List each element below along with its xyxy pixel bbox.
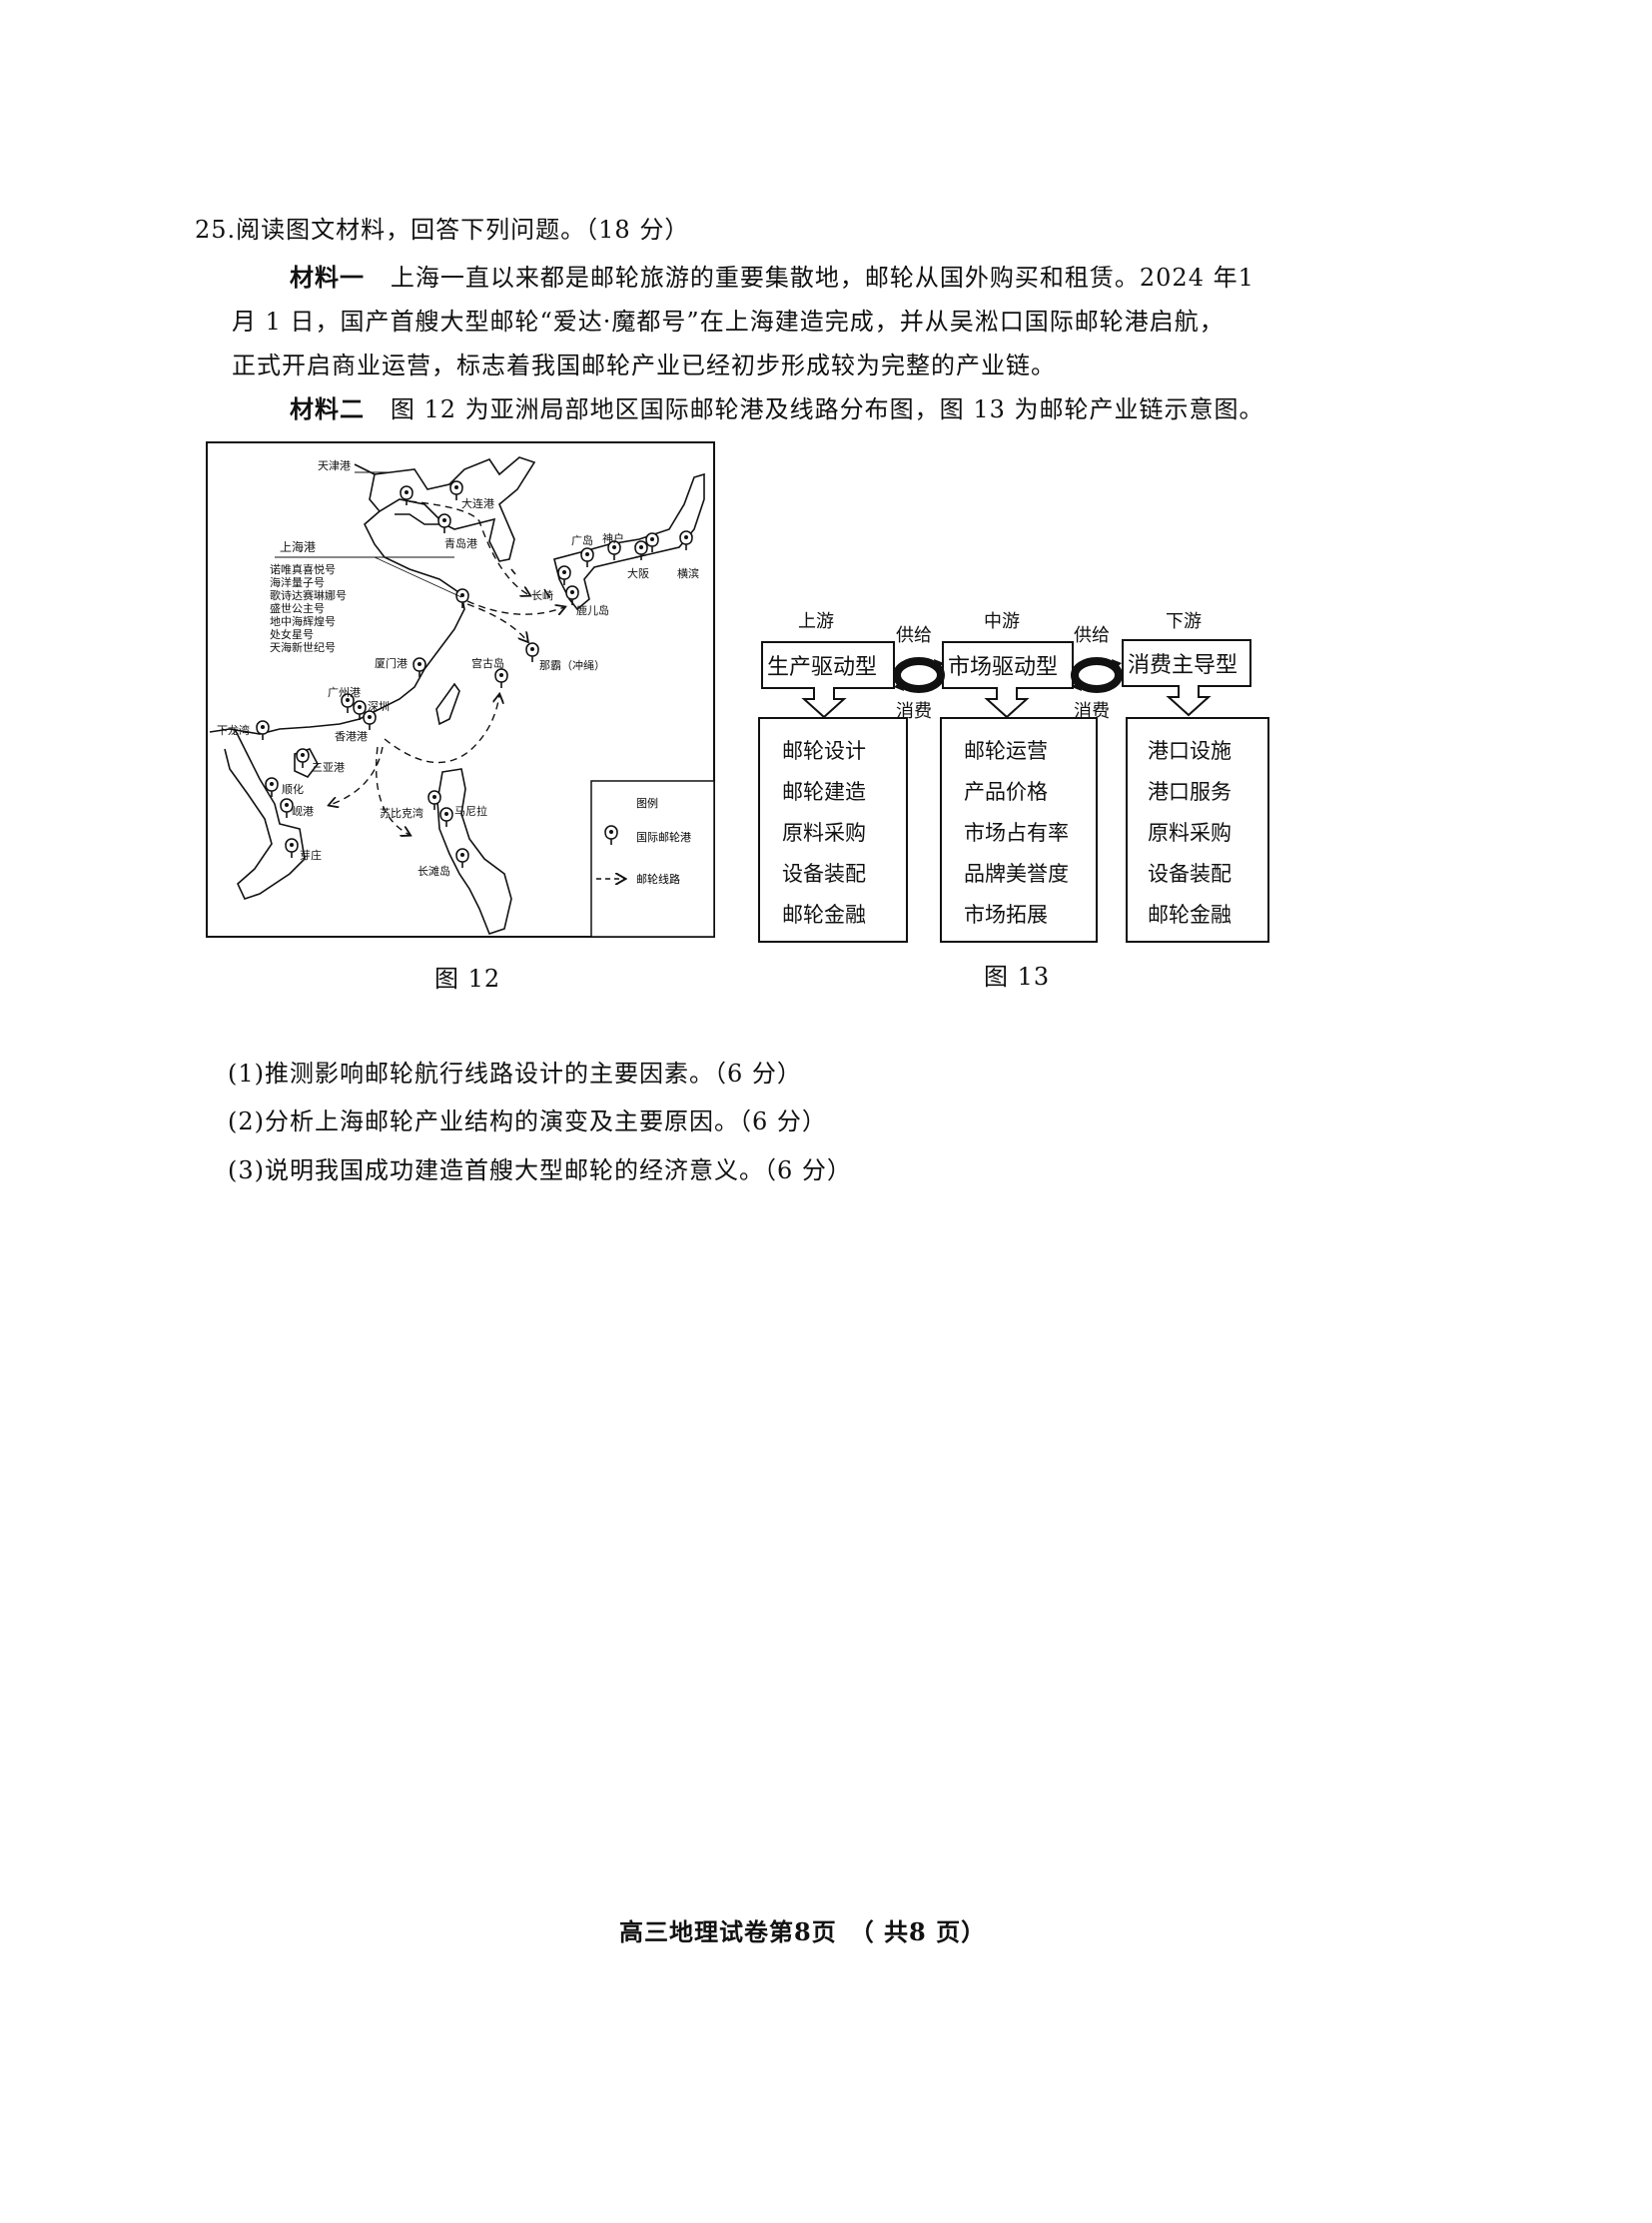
stage-items-box: 邮轮设计 邮轮建造 原料采购 设备装配 邮轮金融 [758,717,908,943]
map-legend: 图例 国际邮轮港 邮轮线路 [590,780,715,938]
port-label: 鹿儿岛 [576,603,609,617]
chain-item: 邮轮建造 [782,780,866,804]
stage-items-box: 邮轮运营 产品价格 市场占有率 品牌美誉度 市场拓展 [940,717,1098,943]
material2: 材料二 图 12 为亚洲局部地区国际邮轮港及线路分布图，图 13 为邮轮产业链示… [290,389,1263,424]
ship-name: 海洋量子号 [270,575,325,589]
material1-label: 材料一 [290,263,365,292]
stage-position: 中游 [984,611,1020,632]
consume-label: 消费 [1074,701,1110,722]
port-label: 苏比克湾 [380,806,423,820]
chain-item: 邮轮金融 [1148,903,1232,927]
map-svg: 天津港 大连港 青岛港 上海港 诺唯真喜悦号 海洋量子号 歌诗达赛琳娜号 盛世公… [206,441,715,938]
chain-item: 邮轮运营 [964,739,1048,763]
port-label: 厦门港 [375,656,408,670]
shanghai-label: 上海港 [280,539,316,554]
chain-item: 原料采购 [782,821,866,845]
ship-name: 盛世公主号 [270,601,325,615]
sub-question-2: (2)分析上海邮轮产业结构的演变及主要原因。（6 分） [228,1108,827,1135]
chain-item: 设备装配 [782,862,866,886]
page-footer: 高三地理试卷第8页 （ 共8 页） [619,1917,987,1946]
chain-item: 港口设施 [1148,739,1232,763]
question-header: 25.阅读图文材料，回答下列问题。（18 分） [195,216,690,244]
port-label: 天津港 [318,459,351,472]
port-label: 大阪 [627,566,649,580]
figure-13-caption: 图 13 [984,963,1051,991]
port-label: 芽庄 [300,848,322,862]
port-label: 下龙湾 [217,723,250,737]
chain-item: 邮轮金融 [782,903,866,927]
port-label: 长崎 [531,588,553,602]
map-figure-12: 天津港 大连港 青岛港 上海港 诺唯真喜悦号 海洋量子号 歌诗达赛琳娜号 盛世公… [200,429,739,969]
cycle-arrow-icon [1071,657,1123,693]
ship-name: 诺唯真喜悦号 [270,562,336,576]
coastlines [209,456,705,935]
stage-type-box: 市场驱动型 [942,641,1074,689]
cruise-routes [330,500,564,835]
down-arrow-icons [801,685,1212,719]
port-label: 横滨 [677,566,699,580]
stage-items-box: 港口设施 港口服务 原料采购 设备装配 邮轮金融 [1126,717,1269,943]
legend-route-label: 邮轮线路 [636,872,680,886]
ship-name: 歌诗达赛琳娜号 [270,588,347,602]
ship-name: 处女星号 [270,627,314,641]
chain-item: 品牌美誉度 [964,862,1069,886]
chain-item: 产品价格 [964,780,1048,804]
port-label: 神户 [602,531,624,545]
ship-name: 地中海辉煌号 [270,614,336,628]
port-label: 长滩岛 [417,864,450,878]
chain-diagram: 上游 中游 下游 生产驱动型 市场驱动型 消费主导型 供给 消费 供给 消费 邮… [756,599,1275,949]
sub-question-3: (3)说明我国成功建造首艘大型邮轮的经济意义。（6 分） [228,1156,852,1184]
port-label: 香港港 [335,730,368,743]
consume-label: 消费 [896,701,932,722]
sub-question-1: (1)推测影响邮轮航行线路设计的主要因素。（6 分） [228,1060,802,1088]
chain-item: 设备装配 [1148,862,1232,886]
port-label: 马尼拉 [454,804,487,818]
supply-label: 供给 [1074,625,1110,646]
cycle-arrows [801,657,1212,719]
material1-line: 月 1 日，国产首艘大型邮轮“爱达·魔都号”在上海建造完成，并从吴淞口国际邮轮港… [232,308,1225,336]
legend-title: 图例 [636,796,658,810]
stage-position: 下游 [1166,611,1202,632]
stage-position: 上游 [798,611,834,632]
cycle-arrow-icon [893,657,945,693]
material1-line: 上海一直以来都是邮轮旅游的重要集散地，邮轮从国外购买和租赁。2024 年1 [390,264,1254,292]
port-label: 那霸（冲绳） [539,658,605,672]
port-label: 青岛港 [444,536,477,550]
port-label: 岘港 [292,804,314,818]
supply-label: 供给 [896,625,932,646]
port-label: 宫古岛 [471,656,504,670]
chain-item: 邮轮设计 [782,739,866,763]
material2-label: 材料二 [290,394,365,423]
port-label: 顺化 [282,782,304,796]
port-label: 三亚港 [312,761,345,774]
chain-item: 原料采购 [1148,821,1232,845]
port-label: 深圳 [368,700,390,713]
chain-item: 市场拓展 [964,903,1048,927]
stage-type-box: 生产驱动型 [761,641,895,689]
chain-item: 港口服务 [1148,780,1232,804]
material1-line: 正式开启商业运营，标志着我国邮轮产业已经初步形成较为完整的产业链。 [232,352,1056,379]
material1: 材料一 上海一直以来都是邮轮旅游的重要集散地，邮轮从国外购买和租赁。2024 年… [290,258,1254,293]
figure-12-caption: 图 12 [434,965,501,993]
legend-port-label: 国际邮轮港 [636,830,691,844]
chain-item: 市场占有率 [964,821,1069,845]
port-label: 大连港 [461,496,494,510]
ship-name: 天海新世纪号 [270,640,336,654]
port-label: 广岛 [571,533,593,547]
port-label: 广州港 [328,686,361,699]
material2-text: 图 12 为亚洲局部地区国际邮轮港及线路分布图，图 13 为邮轮产业链示意图。 [390,395,1264,423]
